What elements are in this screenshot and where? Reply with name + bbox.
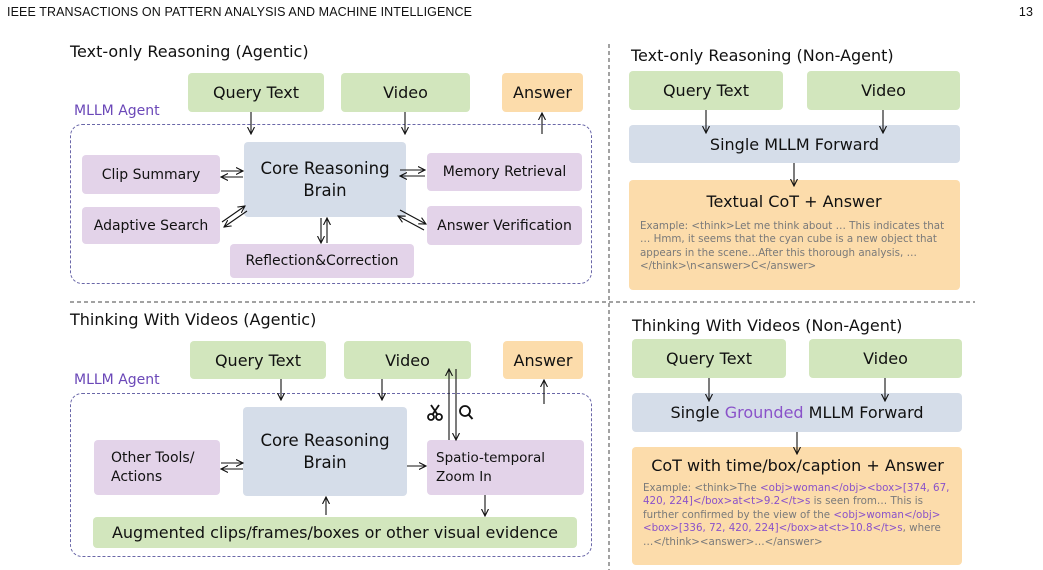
- br-example-text: , where …</think><answer>…</answer>: [643, 522, 941, 548]
- tl-core-line2: Brain: [303, 180, 347, 200]
- bl-agent-container: [70, 393, 592, 557]
- bl-spatio-temporal-zoom-box: Spatio-temporal Zoom In: [427, 440, 584, 495]
- tr-cot-example: Example: <think>Let me think about … Thi…: [640, 220, 945, 273]
- tl-query-text-box: Query Text: [188, 73, 324, 112]
- magnifier-icon: [459, 405, 474, 420]
- br-grounded-forward-box: Single Grounded MLLM Forward: [632, 393, 962, 432]
- br-cot-example: Example: <think>The <obj>woman</obj><box…: [643, 482, 952, 549]
- br-panel-title: Thinking With Videos (Non-Agent): [632, 316, 903, 335]
- bl-other-tools-line1: Other Tools/: [111, 449, 195, 466]
- tr-video-box: Video: [807, 71, 960, 110]
- bl-agent-label: MLLM Agent: [74, 372, 160, 388]
- tl-core-line1: Core Reasoning: [260, 158, 390, 178]
- journal-header: IEEE TRANSACTIONS ON PATTERN ANALYSIS AN…: [7, 5, 473, 19]
- br-example-highlight: <obj>woman</obj><box>[374, 67, 420, 224]…: [643, 482, 950, 508]
- bl-zoom-line1: Spatio-temporal: [436, 449, 545, 466]
- tl-answer-box: Answer: [502, 73, 583, 112]
- bl-other-tools-box: Other Tools/ Actions: [94, 440, 220, 495]
- br-example-text: is seen from… This is further confirmed …: [643, 495, 924, 521]
- tr-single-forward-box: Single MLLM Forward: [629, 125, 960, 163]
- br-forward-post: MLLM Forward: [803, 403, 924, 422]
- tl-panel-title: Text-only Reasoning (Agentic): [70, 42, 309, 61]
- scissors-icon: [427, 404, 443, 421]
- tl-answer-verification-box: Answer Verification: [427, 206, 582, 245]
- bl-core-line2: Brain: [303, 452, 347, 472]
- bl-core-line1: Core Reasoning: [260, 430, 390, 450]
- bl-augmented-evidence-box: Augmented clips/frames/boxes or other vi…: [93, 517, 577, 548]
- br-query-text-box: Query Text: [632, 339, 786, 378]
- tl-agent-container: [70, 124, 592, 284]
- tr-cot-answer-box: Textual CoT + Answer Example: <think>Let…: [629, 180, 960, 290]
- br-example-highlight: <obj>woman</obj><box>[336, 72, 420, 224]…: [643, 508, 941, 535]
- tr-cot-title: Textual CoT + Answer: [706, 192, 882, 211]
- bl-core-reasoning-brain: Core Reasoning Brain: [243, 407, 407, 496]
- br-example-text: Example: <think>The: [643, 482, 761, 494]
- tl-video-box: Video: [341, 73, 470, 112]
- tl-clip-summary-box: Clip Summary: [82, 155, 220, 194]
- br-video-box: Video: [809, 339, 962, 378]
- tl-adaptive-search-box: Adaptive Search: [82, 207, 220, 244]
- tr-panel-title: Text-only Reasoning (Non-Agent): [631, 46, 894, 65]
- bl-answer-box: Answer: [503, 341, 583, 379]
- tr-query-text-box: Query Text: [629, 71, 783, 110]
- page-number: 13: [1018, 5, 1033, 19]
- br-forward-grounded: Grounded: [724, 403, 804, 422]
- tl-agent-label: MLLM Agent: [74, 103, 160, 119]
- br-forward-pre: Single: [670, 403, 725, 422]
- tl-reflection-correction-box: Reflection&Correction: [230, 244, 414, 278]
- bl-other-tools-line2: Actions: [111, 468, 163, 485]
- bl-panel-title: Thinking With Videos (Agentic): [70, 310, 317, 329]
- tl-core-reasoning-brain: Core Reasoning Brain: [244, 142, 406, 217]
- tl-memory-retrieval-box: Memory Retrieval: [427, 153, 582, 191]
- bl-zoom-line2: Zoom In: [436, 468, 492, 485]
- br-cot-title: CoT with time/box/caption + Answer: [651, 456, 944, 475]
- bl-video-box: Video: [344, 341, 471, 379]
- bl-query-text-box: Query Text: [190, 341, 326, 379]
- br-cot-answer-box: CoT with time/box/caption + Answer Examp…: [632, 447, 962, 565]
